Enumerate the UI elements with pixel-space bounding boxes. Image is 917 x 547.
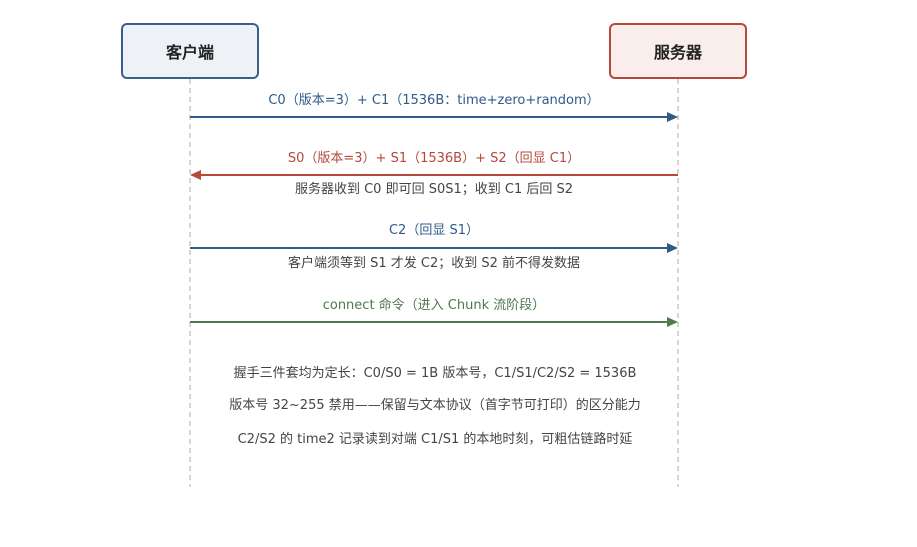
client-actor-box: 客户端: [121, 23, 259, 79]
message-3-arrow: [190, 243, 678, 253]
message-4-label: connect 命令（进入 Chunk 流阶段）: [322, 298, 546, 313]
footnote-2: 版本号 32~255 禁用——保留与文本协议（首字节可打印）的区分能力: [229, 398, 641, 413]
client-actor-label: 客户端: [165, 43, 214, 62]
message-1-arrow: [190, 112, 678, 122]
message-3-note: 客户端须等到 S1 才发 C2；收到 S2 前不得发数据: [287, 256, 581, 271]
message-2-note: 服务器收到 C0 即可回 S0S1；收到 C1 后回 S2: [294, 182, 574, 197]
message-1-label: C0（版本=3）+ C1（1536B：time+zero+random）: [268, 93, 600, 108]
server-actor-box: 服务器: [609, 23, 747, 79]
message-2-arrow: [190, 170, 678, 180]
server-actor-label: 服务器: [653, 43, 702, 62]
message-2-label: S0（版本=3）+ S1（1536B）+ S2（回显 C1）: [287, 151, 581, 166]
message-4-arrow: [190, 317, 678, 327]
footnote-1: 握手三件套均为定长：C0/S0 = 1B 版本号，C1/S1/C2/S2 = 1…: [233, 366, 637, 381]
message-3-label: C2（回显 S1）: [388, 223, 479, 238]
footnote-3: C2/S2 的 time2 记录读到对端 C1/S1 的本地时刻，可粗估链路时延: [237, 432, 633, 447]
